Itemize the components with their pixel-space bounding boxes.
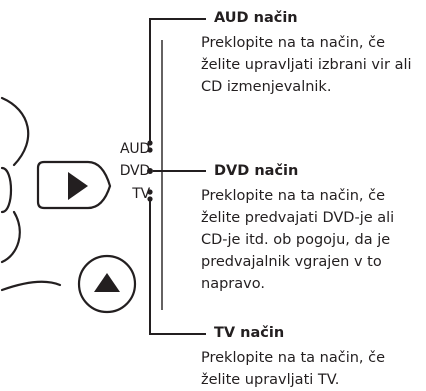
aud-description-line: CD izmenjevalnik. <box>201 79 332 95</box>
tv-position-dot <box>147 189 153 195</box>
aud-mode-title: AUD način <box>214 10 298 26</box>
aud-position-dot <box>147 140 153 146</box>
play-triangle-icon <box>68 172 88 200</box>
remote-button-left-top <box>0 96 30 167</box>
remote-button-left-bottom <box>0 210 21 264</box>
switch-label-aud: AUD <box>119 141 150 157</box>
dvd-description-line: CD-je itd. ob pogoju, da je <box>201 232 391 248</box>
tv-mode-description: Preklopite na ta način, če želite upravl… <box>201 347 423 391</box>
play-button-outline <box>36 160 112 210</box>
up-button-outline <box>77 254 137 314</box>
aud-description-line: Preklopite na ta način, če <box>201 35 386 51</box>
aud-description-line: želite upravljati izbrani vir ali <box>201 57 412 73</box>
dvd-position-dot <box>147 168 153 174</box>
up-triangle-icon <box>94 273 120 292</box>
switch-label-dvd: DVD <box>119 163 150 179</box>
remote-button-left-middle <box>0 166 12 214</box>
dvd-description-line: Preklopite na ta način, če <box>201 188 386 204</box>
dvd-description-line: napravo. <box>201 276 265 292</box>
tv-position-dot-2 <box>147 196 153 202</box>
dvd-description-line: želite predvajati DVD-je ali <box>201 210 395 226</box>
remote-button-left-lower <box>0 280 62 292</box>
tv-description-line: Preklopite na ta način, če <box>201 350 386 366</box>
tv-mode-title: TV način <box>214 325 285 341</box>
tv-description-line: želite upravljati TV. <box>201 372 340 388</box>
dvd-mode-description: Preklopite na ta način, če želite predva… <box>201 185 423 295</box>
tv-leader-line <box>149 198 206 335</box>
dvd-description-line: predvajalnik vgrajen v to <box>201 254 382 270</box>
switch-label-tv: TV <box>132 186 150 202</box>
dvd-mode-title: DVD način <box>214 163 299 179</box>
aud-mode-description: Preklopite na ta način, če želite upravl… <box>201 32 423 98</box>
aud-leader-line <box>149 18 206 142</box>
aud-position-dot-2 <box>147 147 153 153</box>
